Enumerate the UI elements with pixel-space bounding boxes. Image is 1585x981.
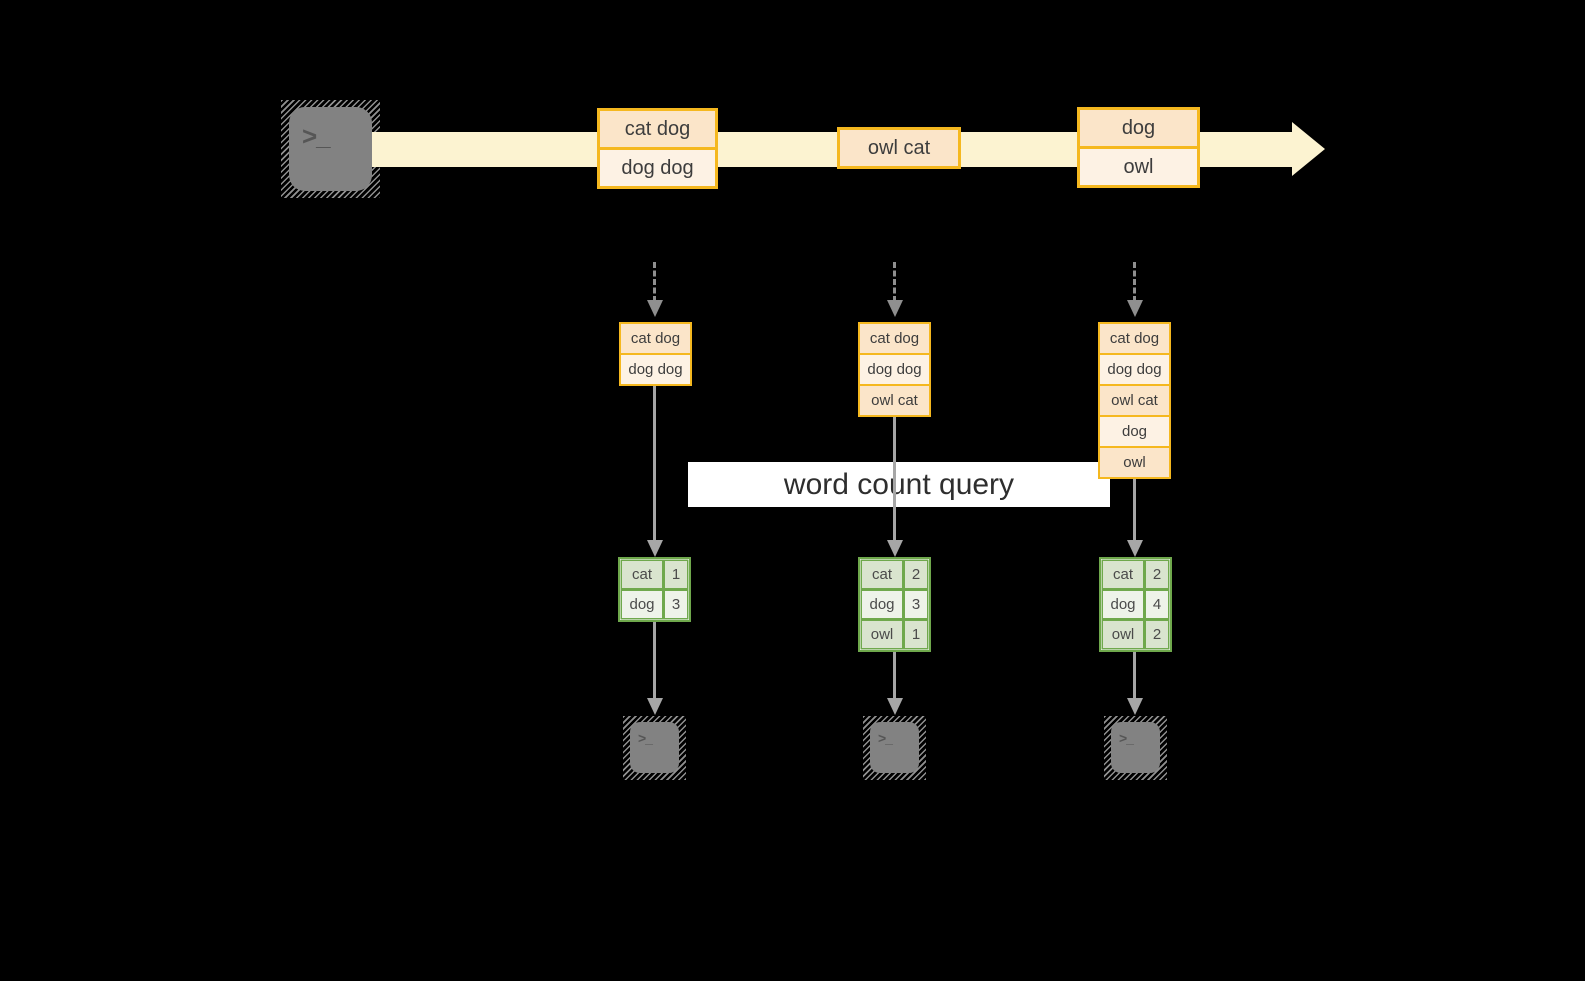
count-word: dog (862, 591, 902, 618)
stream-arrowhead-icon (1292, 122, 1325, 176)
query-banner: word count query (688, 462, 1110, 507)
state-record: dog (1100, 415, 1169, 446)
arrow-line (653, 386, 656, 540)
state-record: owl cat (860, 384, 929, 415)
state-record: owl cat (1100, 384, 1169, 415)
dashed-arrowhead-icon (1127, 300, 1143, 317)
arrowhead-icon (647, 540, 663, 557)
terminal-prompt-glyph: >_ (1119, 730, 1134, 746)
count-word: cat (862, 561, 902, 588)
sink-terminal-icon-1: >_ (623, 716, 686, 780)
state-box-2: cat dog dog dog owl cat (858, 322, 931, 417)
state-box-1: cat dog dog dog (619, 322, 692, 386)
arrowhead-icon (1127, 540, 1143, 557)
sink-terminal-icon-3: >_ (1104, 716, 1167, 780)
event-record: dog dog (600, 147, 715, 186)
count-value: 4 (1146, 591, 1168, 618)
count-value: 1 (665, 561, 687, 588)
count-value: 3 (665, 591, 687, 618)
state-record: cat dog (860, 324, 929, 353)
arrow-line (1133, 652, 1136, 698)
state-box-3: cat dog dog dog owl cat dog owl (1098, 322, 1171, 479)
count-value: 3 (905, 591, 927, 618)
stream-event-1: cat dog dog dog (597, 108, 718, 189)
event-record: dog (1080, 110, 1197, 146)
count-word: cat (622, 561, 662, 588)
sink-terminal-icon-2: >_ (863, 716, 926, 780)
event-record: cat dog (600, 111, 715, 147)
arrow-line (653, 622, 656, 698)
arrowhead-icon (887, 540, 903, 557)
query-banner-label: word count query (783, 467, 1015, 501)
event-record: owl (1080, 146, 1197, 185)
stream-event-3: dog owl (1077, 107, 1200, 188)
stream-event-2: owl cat (837, 127, 961, 169)
state-record: dog dog (860, 353, 929, 384)
terminal-prompt-glyph: >_ (302, 121, 331, 151)
terminal-icon: >_ (630, 722, 679, 773)
count-word: cat (1103, 561, 1143, 588)
terminal-icon: >_ (870, 722, 919, 773)
count-word: owl (1103, 621, 1143, 648)
count-value: 2 (1146, 621, 1168, 648)
dashed-arrow-line (1133, 262, 1136, 302)
source-terminal-icon: >_ (281, 100, 380, 198)
state-record: owl (1100, 446, 1169, 477)
count-value: 2 (905, 561, 927, 588)
count-table-1: cat 1 dog 3 (618, 557, 691, 622)
state-record: dog dog (621, 353, 690, 384)
arrow-line (893, 652, 896, 698)
count-table-2: cat 2 dog 3 owl 1 (858, 557, 931, 652)
count-word: dog (1103, 591, 1143, 618)
state-record: cat dog (1100, 324, 1169, 353)
terminal-prompt-glyph: >_ (878, 730, 893, 746)
event-record: owl cat (840, 130, 958, 166)
terminal-icon: >_ (289, 107, 372, 191)
dashed-arrowhead-icon (887, 300, 903, 317)
state-record: dog dog (1100, 353, 1169, 384)
arrowhead-icon (647, 698, 663, 715)
terminal-prompt-glyph: >_ (638, 730, 653, 746)
arrowhead-icon (1127, 698, 1143, 715)
arrowhead-icon (887, 698, 903, 715)
dashed-arrow-line (653, 262, 656, 302)
dashed-arrowhead-icon (647, 300, 663, 317)
count-word: owl (862, 621, 902, 648)
state-record: cat dog (621, 324, 690, 353)
arrow-line (893, 417, 896, 540)
count-word: dog (622, 591, 662, 618)
count-table-3: cat 2 dog 4 owl 2 (1099, 557, 1172, 652)
arrow-line (1133, 479, 1136, 540)
count-value: 2 (1146, 561, 1168, 588)
terminal-icon: >_ (1111, 722, 1160, 773)
count-value: 1 (905, 621, 927, 648)
dashed-arrow-line (893, 262, 896, 302)
